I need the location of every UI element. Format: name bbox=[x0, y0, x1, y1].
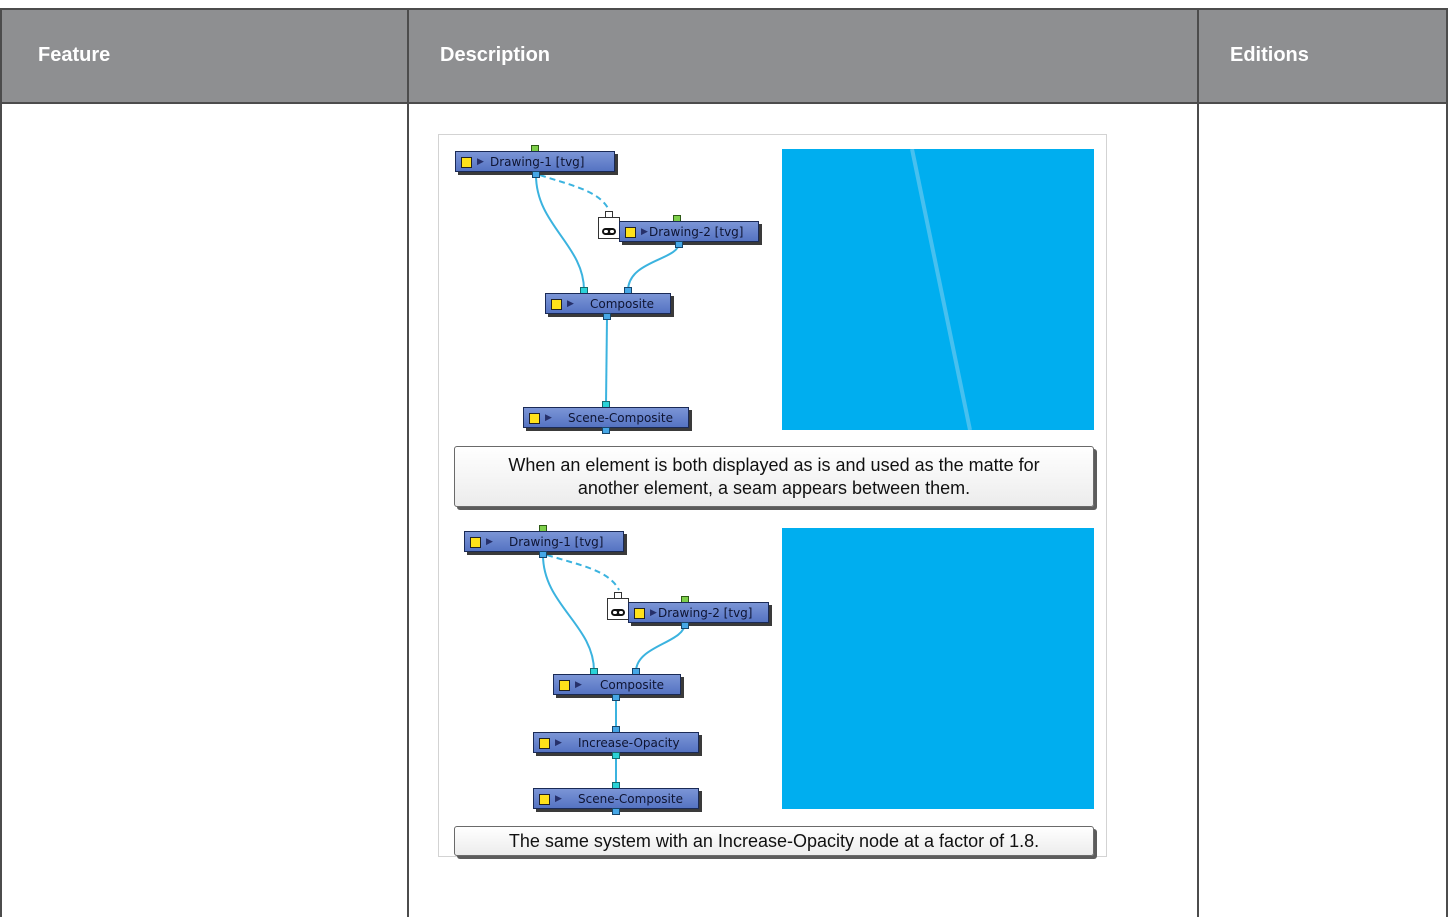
play-arrow-icon: ▶ bbox=[486, 537, 493, 547]
node-drawing-1-bottom[interactable]: ▶ Drawing-1 [tvg] bbox=[464, 531, 624, 552]
node-label: Scene-Composite bbox=[568, 411, 673, 425]
port-bot-comp-out bbox=[612, 694, 620, 701]
play-arrow-icon: ▶ bbox=[555, 794, 562, 804]
color-swatch-icon bbox=[634, 608, 645, 619]
color-swatch-icon bbox=[529, 413, 540, 424]
table-border-left bbox=[0, 8, 2, 917]
color-swatch-icon bbox=[470, 537, 481, 548]
port-bot-scene-out bbox=[612, 808, 620, 815]
port-top-comp-out bbox=[603, 313, 611, 320]
node-label: Composite bbox=[590, 297, 655, 311]
seam-line bbox=[910, 148, 972, 431]
play-arrow-icon: ▶ bbox=[555, 738, 562, 748]
caption-top: When an element is both displayed as is … bbox=[454, 446, 1094, 507]
node-drawing-2-bottom[interactable]: ▶ Drawing-2 [tvg] bbox=[628, 602, 769, 623]
color-swatch-icon bbox=[539, 738, 550, 749]
node-label: Composite bbox=[600, 678, 665, 692]
node-drawing-1-top[interactable]: ▶ Drawing-1 [tvg] bbox=[455, 151, 615, 172]
render-preview-seam bbox=[782, 148, 1094, 431]
node-increase-opacity[interactable]: ▶ Increase-Opacity bbox=[533, 732, 699, 753]
node-scene-composite-bottom[interactable]: ▶ Scene-Composite bbox=[533, 788, 699, 809]
play-arrow-icon: ▶ bbox=[650, 608, 657, 618]
matte-mask-icon bbox=[607, 592, 629, 620]
play-arrow-icon: ▶ bbox=[567, 299, 574, 309]
caption-top-line-1: When an element is both displayed as is … bbox=[508, 455, 1040, 475]
header-description: Description bbox=[440, 44, 551, 66]
node-drawing-2-top[interactable]: ▶ Drawing-2 [tvg] bbox=[619, 221, 759, 242]
node-label: Increase-Opacity bbox=[578, 736, 680, 750]
node-label: Scene-Composite bbox=[578, 792, 683, 806]
node-diagram-figure: ▶ Drawing-1 [tvg] ▶ Drawing-2 [tvg] ▶ Co… bbox=[438, 134, 1107, 857]
node-label: Drawing-1 [tvg] bbox=[490, 155, 585, 169]
port-top-d2-out bbox=[675, 241, 683, 248]
play-arrow-icon: ▶ bbox=[641, 227, 648, 237]
header-editions: Editions bbox=[1230, 44, 1309, 66]
color-swatch-icon bbox=[551, 299, 562, 310]
port-bot-d2-out bbox=[681, 622, 689, 629]
header-feature: Feature bbox=[38, 44, 111, 66]
caption-top-line-2: another element, a seam appears between … bbox=[577, 478, 971, 498]
color-swatch-icon bbox=[461, 157, 472, 168]
node-composite-bottom[interactable]: ▶ Composite bbox=[553, 674, 681, 695]
color-swatch-icon bbox=[625, 227, 636, 238]
port-bot-d1-out bbox=[539, 551, 547, 558]
matte-mask-icon bbox=[598, 211, 620, 239]
node-label: Drawing-2 [tvg] bbox=[649, 225, 744, 239]
node-label: Drawing-1 [tvg] bbox=[509, 535, 604, 549]
render-preview-fixed bbox=[782, 528, 1094, 809]
port-top-scene-out bbox=[602, 427, 610, 434]
color-swatch-icon bbox=[559, 680, 570, 691]
table-header-row: Feature Description Editions bbox=[0, 8, 1448, 103]
table-border-top bbox=[0, 8, 1448, 10]
column-divider-1 bbox=[407, 8, 409, 917]
column-divider-2 bbox=[1197, 8, 1199, 917]
port-bot-opacity-out bbox=[612, 752, 620, 759]
play-arrow-icon: ▶ bbox=[575, 680, 582, 690]
node-label: Drawing-2 [tvg] bbox=[658, 606, 753, 620]
caption-bottom: The same system with an Increase-Opacity… bbox=[454, 826, 1094, 856]
play-arrow-icon: ▶ bbox=[545, 413, 552, 423]
port-top-d1-out bbox=[532, 171, 540, 178]
color-swatch-icon bbox=[539, 794, 550, 805]
play-arrow-icon: ▶ bbox=[477, 157, 484, 167]
table-border-right bbox=[1446, 8, 1448, 917]
header-divider bbox=[0, 102, 1448, 104]
node-scene-composite-top[interactable]: ▶ Scene-Composite bbox=[523, 407, 689, 428]
